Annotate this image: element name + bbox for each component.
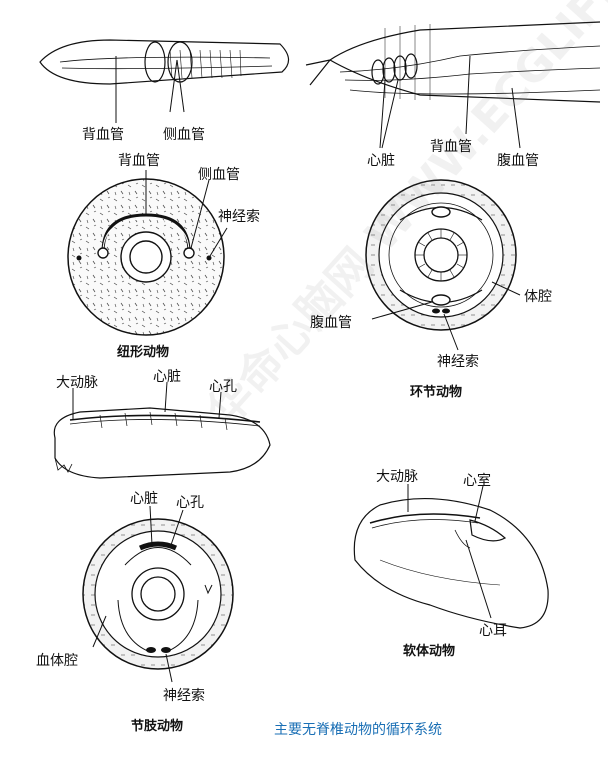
arthropod-leader-lines (72, 381, 222, 420)
label-lateral-vessel: 侧血管 (163, 127, 205, 143)
label-heart-annelid: 心脏 (367, 153, 395, 169)
annelid-leader-lines (379, 55, 521, 149)
label-lateral-vessel-cs: 侧血管 (198, 167, 240, 183)
nemertean-leader-lines (115, 56, 185, 123)
annelid-cross-section (365, 179, 517, 331)
nemertean-cs-leaders (145, 170, 228, 257)
arthropod-body-outline (53, 407, 271, 479)
nemertean-body-outline (39, 39, 290, 85)
label-ostium-arthropod: 心孔 (209, 379, 237, 395)
caption-arthropod: 节肢动物 (131, 719, 184, 734)
label-coelom: 体腔 (524, 289, 552, 305)
caption-nemertean: 纽形动物 (117, 345, 170, 360)
label-ostium-arthropod-cs: 心孔 (176, 495, 204, 511)
caption-annelid: 环节动物 (410, 385, 463, 400)
caption-mollusc: 软体动物 (403, 644, 456, 659)
annelid-body-outline (305, 21, 601, 103)
label-hemocoel: 血体腔 (36, 653, 78, 669)
label-aorta-arthropod: 大动脉 (56, 375, 98, 391)
label-dorsal-vessel: 背血管 (82, 127, 124, 143)
arthropod-cs-leaders (92, 505, 184, 683)
label-dorsal-vessel-annelid: 背血管 (430, 139, 472, 155)
label-ventral-vessel-cs: 腹血管 (310, 315, 352, 331)
label-nerve-cord-annelid: 神经索 (437, 354, 479, 370)
label-ventricle: 心室 (463, 473, 491, 489)
mollusc-leader-lines (407, 484, 492, 619)
label-dorsal-vessel-cs: 背血管 (118, 153, 160, 169)
arthropod-cross-section (82, 518, 234, 670)
figure-title: 主要无脊椎动物的循环系统 (274, 722, 442, 738)
annelid-cs-leaders (371, 281, 521, 351)
label-atrium: 心耳 (479, 623, 507, 639)
label-heart-arthropod: 心脏 (153, 369, 181, 385)
label-ventral-vessel-annelid: 腹血管 (497, 153, 539, 169)
label-heart-arthropod-cs: 心脏 (130, 491, 158, 507)
label-aorta-mollusc: 大动脉 (376, 469, 418, 485)
label-nerve-cord-arthropod: 神经索 (163, 688, 205, 704)
mollusc-shell-outline (353, 497, 549, 629)
label-nerve-cord: 神经索 (218, 209, 260, 225)
